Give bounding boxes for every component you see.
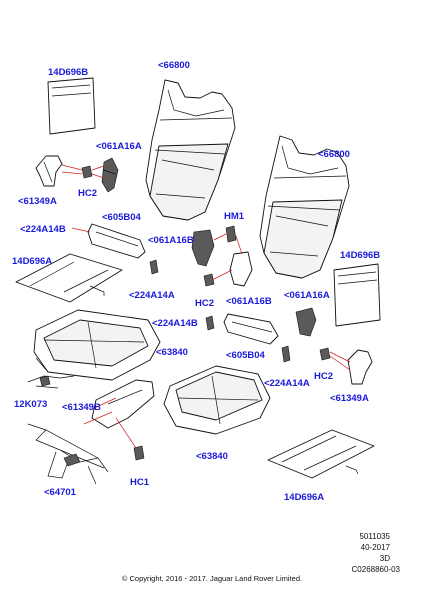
callout-14d696b-right[interactable]: 14D696B xyxy=(340,250,381,261)
copyright-notice: © Copyright, 2016 - 2017. Jaguar Land Ro… xyxy=(121,574,303,583)
callout-061a16b-right[interactable]: <061A16B xyxy=(226,296,272,307)
callout-061a16a-right[interactable]: <061A16A xyxy=(284,290,330,301)
bolt-right-lower xyxy=(281,345,291,363)
callout-hc2-left[interactable]: HC2 xyxy=(78,188,98,199)
callout-14d696b-top[interactable]: 14D696B xyxy=(48,67,89,78)
clip-bottom xyxy=(133,445,145,461)
armrest-left xyxy=(87,223,146,259)
callout-63840-left[interactable]: <63840 xyxy=(156,347,188,358)
callout-605b04-left[interactable]: <605B04 xyxy=(102,212,141,223)
callout-hm1[interactable]: HM1 xyxy=(224,211,245,222)
seat-frame xyxy=(27,423,109,485)
seat-back-right xyxy=(259,135,350,279)
seat-cushion-left xyxy=(33,309,161,381)
callout-hc2-right[interactable]: HC2 xyxy=(314,371,334,382)
callout-061a16a-left[interactable]: <061A16A xyxy=(96,141,142,152)
clip-left xyxy=(81,165,93,179)
callout-66800-left[interactable]: <66800 xyxy=(158,60,190,71)
bracket-left xyxy=(101,157,119,193)
trim-cover-center xyxy=(91,379,155,429)
callout-605b04-right[interactable]: <605B04 xyxy=(226,350,265,361)
callout-61349a-left[interactable]: <61349A xyxy=(18,196,57,207)
date-code: 40-2017 xyxy=(360,543,390,552)
callout-061a16b-left[interactable]: <061A16B xyxy=(148,235,194,246)
seat-back-panel-left xyxy=(47,77,96,135)
seat-cushion-panel-right xyxy=(267,429,375,479)
drawing-id: C0268860-03 xyxy=(351,565,400,574)
callout-14d696a-left[interactable]: 14D696A xyxy=(12,256,53,267)
hinge-mechanism-center xyxy=(191,225,253,287)
bracket-right xyxy=(295,307,317,337)
bolt-right xyxy=(205,315,215,331)
ref-number: 5011035 xyxy=(359,532,390,541)
callout-64701[interactable]: <64701 xyxy=(44,487,76,498)
callout-224a14a-right[interactable]: <224A14A xyxy=(264,378,310,389)
callout-224a14a-left[interactable]: <224A14A xyxy=(129,290,175,301)
callout-224a14b-right[interactable]: <224A14B xyxy=(152,318,198,329)
callout-hc2-mid[interactable]: HC2 xyxy=(195,298,215,309)
wiring-harness xyxy=(27,375,75,389)
callout-12k073[interactable]: 12K073 xyxy=(14,399,48,410)
armrest-right xyxy=(223,313,279,345)
seat-cushion-right xyxy=(163,365,271,435)
callout-224a14b-left[interactable]: <224A14B xyxy=(20,224,66,235)
seat-back-panel-right xyxy=(333,263,381,327)
trim-cover-right xyxy=(347,349,373,385)
view-type: 3D xyxy=(379,554,390,563)
callout-66800-right[interactable]: <66800 xyxy=(318,149,350,160)
clip-right xyxy=(319,347,331,361)
callout-61349a-right[interactable]: <61349A xyxy=(330,393,369,404)
callout-hc1[interactable]: HC1 xyxy=(130,477,150,488)
trim-cover-left xyxy=(35,155,63,187)
seat-cushion-panel-left xyxy=(15,253,123,303)
callout-14d696a-right[interactable]: 14D696A xyxy=(284,492,325,503)
callout-61349b[interactable]: <61349B xyxy=(62,402,101,413)
seat-back-left xyxy=(145,79,236,221)
bolt-left xyxy=(149,259,159,275)
callout-63840-right[interactable]: <63840 xyxy=(196,451,228,462)
